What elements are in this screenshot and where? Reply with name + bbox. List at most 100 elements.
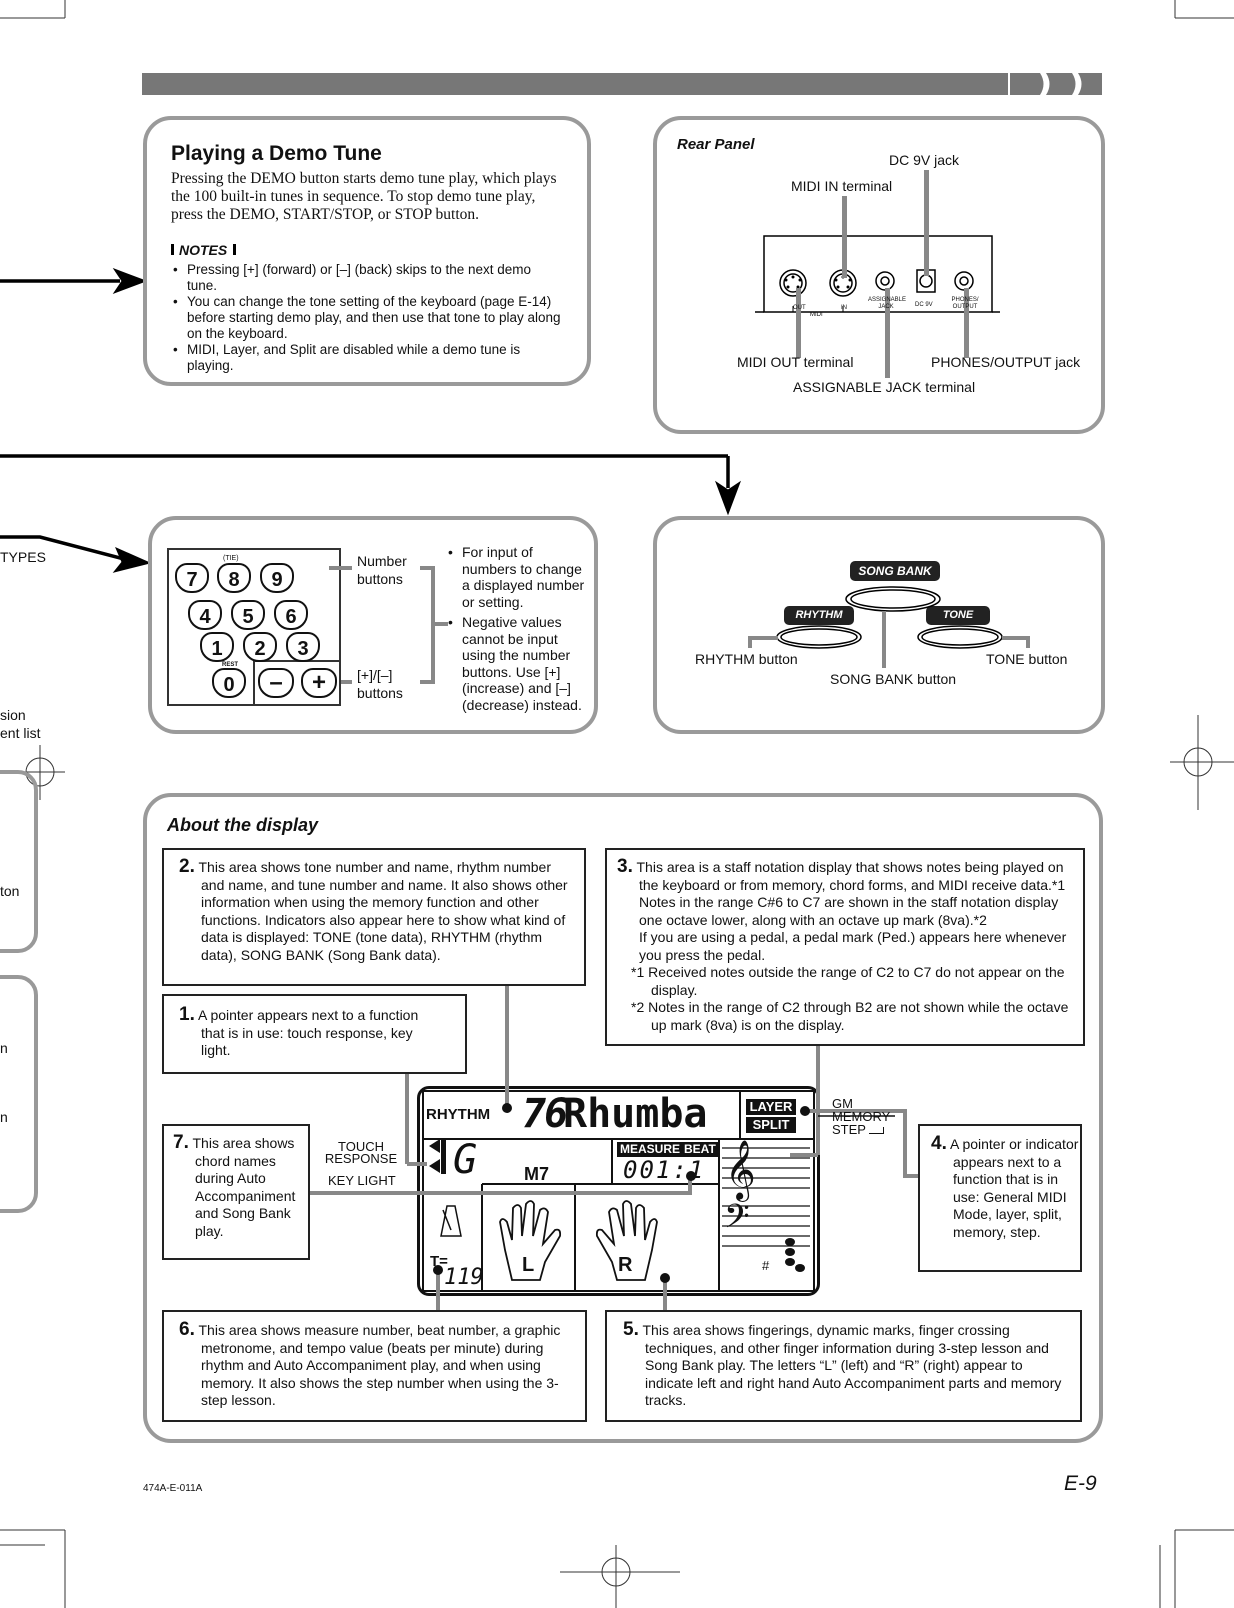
callout-4-text: A pointer or indicator appears next to a… xyxy=(949,1136,1079,1240)
key-4[interactable]: 4 xyxy=(188,600,222,630)
fragment-ton: ton xyxy=(0,883,20,899)
callout-2-text: This area shows tone number and name, rh… xyxy=(198,859,568,963)
note-item: Pressing [+] (forward) or [–] (back) ski… xyxy=(171,262,563,294)
callout-6-text: This area shows measure number, beat num… xyxy=(198,1322,561,1408)
display-title: About the display xyxy=(167,815,319,835)
callout-4-number: 4. xyxy=(931,1133,947,1154)
treble-clef-icon: 𝄞 xyxy=(725,1140,756,1200)
lcd-rhythm-indicator: RHYTHM xyxy=(426,1106,491,1123)
key-7[interactable]: 7 xyxy=(175,563,209,593)
callout-6-number: 6. xyxy=(179,1319,195,1340)
lcd-right-hand-letter: R xyxy=(618,1254,633,1276)
key-0[interactable]: 0 xyxy=(212,668,246,698)
callout-4: 4. A pointer or indicator appears next t… xyxy=(918,1124,1082,1272)
note-item: MIDI, Layer, and Split are disabled whil… xyxy=(171,342,563,374)
tone-badge: TONE xyxy=(926,606,990,625)
rhythm-button-label: RHYTHM button xyxy=(695,651,798,667)
lcd-measure-value: 001:1 xyxy=(623,1156,706,1184)
callout-7: 7. This area shows chord names during Au… xyxy=(162,1124,310,1260)
fragment-sion: sion xyxy=(0,707,26,723)
port-in-label: IN xyxy=(841,305,847,311)
numpad-brackets xyxy=(329,566,448,684)
midi-in-label: MIDI IN terminal xyxy=(791,178,893,194)
callout-3-number: 3. xyxy=(617,856,633,877)
rhythm-badge: RHYTHM xyxy=(784,606,854,625)
key-6[interactable]: 6 xyxy=(274,600,308,630)
callout-2: 2. This area shows tone number and name,… xyxy=(162,848,586,986)
step-label: STEP xyxy=(832,1123,884,1136)
callout-3-note-1: *1 Received notes outside the range of C… xyxy=(631,964,1065,998)
number-buttons-label: Number buttons xyxy=(357,553,407,587)
key-1[interactable]: 1 xyxy=(200,632,234,662)
tone-button-label: TONE button xyxy=(986,651,1068,667)
callout-3-text-a: This area is a staff notation display th… xyxy=(636,859,1066,928)
assignable-label: ASSIGNABLE JACK terminal xyxy=(793,379,976,395)
lcd-split-indicator: SPLIT xyxy=(746,1117,796,1133)
footer-code: 474A-E-011A xyxy=(143,1483,203,1494)
touch-response-label: TOUCH RESPONSE xyxy=(324,1139,398,1166)
gm-label: GM xyxy=(832,1096,853,1111)
header-bar xyxy=(142,73,1102,95)
demo-body: Pressing the DEMO button starts demo tun… xyxy=(171,170,557,223)
fragment-ent-list: ent list xyxy=(0,725,41,741)
callout-5: 5. This area shows fingerings, dynamic m… xyxy=(605,1310,1082,1422)
lcd-layer-indicator: LAYER xyxy=(746,1099,796,1115)
numpad-bullet: For input of numbers to change a display… xyxy=(446,544,591,610)
callout-1-text: A pointer appears next to a function tha… xyxy=(197,1007,419,1058)
callout-3-text-b: If you are using a pedal, a pedal mark (… xyxy=(639,929,1067,963)
port-assign-label: ASSIGNABLE JACK xyxy=(868,297,907,310)
notes-heading: NOTES xyxy=(171,242,237,258)
phones-label: PHONES/OUTPUT jack xyxy=(931,354,1081,370)
mode-buttons-panel xyxy=(653,516,1105,734)
port-out-label: OUT xyxy=(793,305,806,311)
key-8[interactable]: 8 xyxy=(217,563,251,593)
key-light-label: KEY LIGHT xyxy=(328,1173,396,1188)
key-9[interactable]: 9 xyxy=(260,563,294,593)
step-text: STEP xyxy=(832,1122,866,1137)
song-bank-button-label: SONG BANK button xyxy=(830,671,957,687)
callout-1-number: 1. xyxy=(179,1004,195,1025)
mode-buttons-diagram xyxy=(748,586,1030,668)
plus-button[interactable]: + xyxy=(301,668,337,698)
callout-1: 1. A pointer appears next to a function … xyxy=(162,994,467,1074)
fragment-types: TYPES xyxy=(0,549,46,565)
key-2[interactable]: 2 xyxy=(243,632,277,662)
lcd-beat-label: BEAT xyxy=(681,1142,719,1157)
key-5[interactable]: 5 xyxy=(231,600,265,630)
dc-jack-label: DC 9V jack xyxy=(889,152,960,168)
arrows xyxy=(0,267,742,573)
lcd-tempo-label: T= xyxy=(430,1253,448,1270)
numpad-bullet: Negative values cannot be input using th… xyxy=(446,614,591,713)
lcd-measure-label: MEASURE xyxy=(617,1142,684,1157)
lcd-number: 76 xyxy=(522,1091,568,1137)
callout-6: 6. This area shows measure number, beat … xyxy=(162,1310,587,1422)
bass-clef-icon: 𝄢 xyxy=(724,1198,750,1244)
callout-2-number: 2. xyxy=(179,856,195,877)
page-number: E-9 xyxy=(1064,1472,1097,1495)
demo-title: Playing a Demo Tune xyxy=(171,142,382,165)
song-bank-badge: SONG BANK xyxy=(850,561,940,581)
fragment-n2: n xyxy=(0,1109,8,1125)
lcd-left-hand-letter: L xyxy=(522,1254,535,1276)
port-phones-label: PHONES/ OUTPUT xyxy=(951,297,979,310)
tie-label: (TIE) xyxy=(223,555,239,562)
callout-3: 3. This area is a staff notation display… xyxy=(605,848,1085,1046)
callout-3-note-2: *2 Notes in the range of C2 through B2 a… xyxy=(631,999,1069,1033)
notes-list: Pressing [+] (forward) or [–] (back) ski… xyxy=(171,262,563,374)
midi-out-label: MIDI OUT terminal xyxy=(737,354,854,370)
rear-panel-diagram xyxy=(755,170,1000,378)
note-item: You can change the tone setting of the k… xyxy=(171,294,563,342)
demo-tune-panel: Playing a Demo Tune Pressing the DEMO bu… xyxy=(143,116,591,386)
key-3[interactable]: 3 xyxy=(286,632,320,662)
port-dc-label: DC 9V xyxy=(915,302,933,308)
port-midi-label: MIDI xyxy=(810,312,823,318)
pm-buttons-label: [+]/[–] buttons xyxy=(357,667,403,701)
numpad-bullets: For input of numbers to change a display… xyxy=(446,544,591,713)
minus-button[interactable]: – xyxy=(258,668,294,698)
callout-5-number: 5. xyxy=(623,1319,639,1340)
notes-label: NOTES xyxy=(179,242,228,258)
callout-7-number: 7. xyxy=(173,1132,189,1153)
lcd-chord-root: G xyxy=(453,1137,478,1183)
